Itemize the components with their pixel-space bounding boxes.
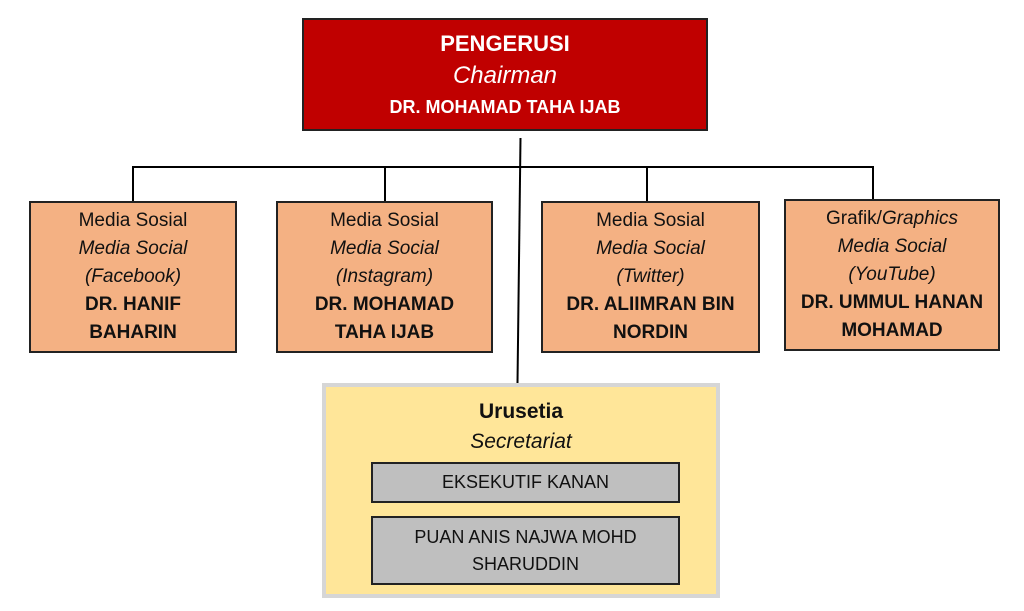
unit-platform: (Facebook) [84, 266, 182, 287]
chairman-name: DR. MOHAMAD TAHA IJAB [389, 96, 621, 117]
unit-label: Media Sosial [596, 210, 705, 231]
unit-instagram: Media Sosial Media Social (Instagram) DR… [276, 201, 493, 353]
secretariat-name: PUAN ANIS NAJWA MOHD SHARUDDIN [371, 516, 680, 585]
unit-platform: (Instagram) [335, 266, 434, 287]
secretariat-role: EKSEKUTIF KANAN [371, 462, 680, 503]
unit-name: DR. MOHAMAD TAHA IJAB [314, 294, 455, 343]
secretariat-title: Urusetia [478, 400, 564, 423]
unit-label-en: Media Social [837, 236, 947, 257]
connector-drop [872, 166, 874, 199]
unit-youtube: Grafik/Graphics Media Social (YouTube) D… [784, 199, 1000, 351]
unit-twitter: Media Sosial Media Social (Twitter) DR. … [541, 201, 760, 353]
unit-name: DR. ALIIMRAN BIN NORDIN [566, 294, 735, 343]
unit-label: Media Sosial [78, 210, 188, 231]
connector-drop [132, 166, 134, 201]
unit-platform: (YouTube) [848, 264, 936, 285]
unit-label-en-graphics: Graphics [881, 208, 958, 229]
chairman-subtitle: Chairman [452, 61, 558, 89]
unit-name: DR. HANIF BAHARIN [84, 294, 182, 343]
connector-trunk [516, 138, 522, 383]
unit-label: Grafik/Graphics [826, 205, 958, 233]
secretariat-subtitle: Secretariat [470, 430, 572, 453]
chairman-title: PENGERUSI [440, 30, 570, 56]
connector-drop [384, 166, 386, 201]
connector-horizontal [132, 166, 874, 168]
unit-platform: (Twitter) [616, 266, 685, 287]
unit-name: DR. UMMUL HANAN MOHAMAD [800, 292, 984, 341]
connector-drop [646, 166, 648, 201]
unit-label-en: Media Social [330, 238, 439, 259]
chairman-box: PENGERUSI Chairman DR. MOHAMAD TAHA IJAB [302, 18, 708, 131]
unit-label: Media Sosial [330, 210, 439, 231]
unit-label-en: Media Social [596, 238, 705, 259]
unit-facebook: Media Sosial Media Social (Facebook) DR.… [29, 201, 237, 353]
unit-label-ms: Grafik/ [826, 208, 882, 229]
secretariat-box: Urusetia Secretariat EKSEKUTIF KANAN PUA… [322, 383, 720, 598]
unit-label-en: Media Social [78, 238, 188, 259]
